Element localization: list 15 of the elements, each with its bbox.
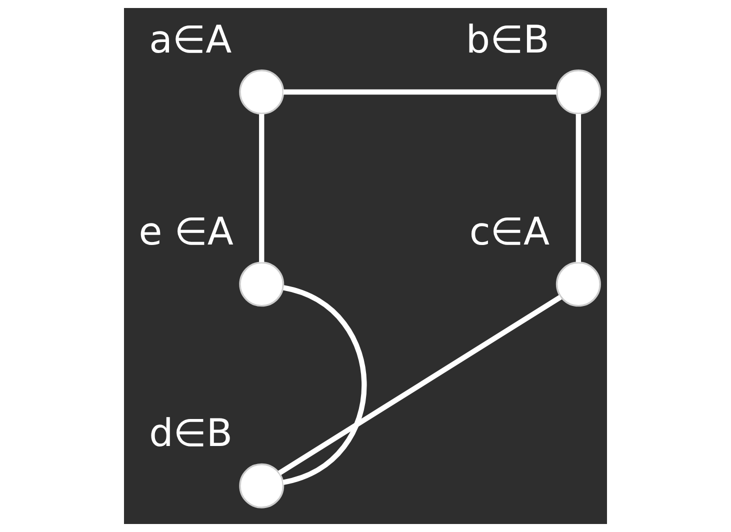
connector — [283, 89, 557, 95]
connector — [278, 294, 562, 476]
connector — [576, 114, 582, 262]
node-circle — [239, 463, 284, 508]
node-label: d∈B — [149, 411, 233, 456]
node-label: e ∈A — [138, 210, 234, 254]
node-label: a∈A — [149, 17, 232, 62]
node-circle — [239, 262, 284, 307]
connector — [259, 114, 264, 262]
node-label: b∈B — [466, 17, 550, 62]
node-label: c∈A — [469, 210, 550, 254]
node-circle — [556, 262, 601, 307]
node-circle — [239, 70, 284, 115]
node-circle — [556, 70, 601, 115]
connector — [282, 285, 367, 485]
